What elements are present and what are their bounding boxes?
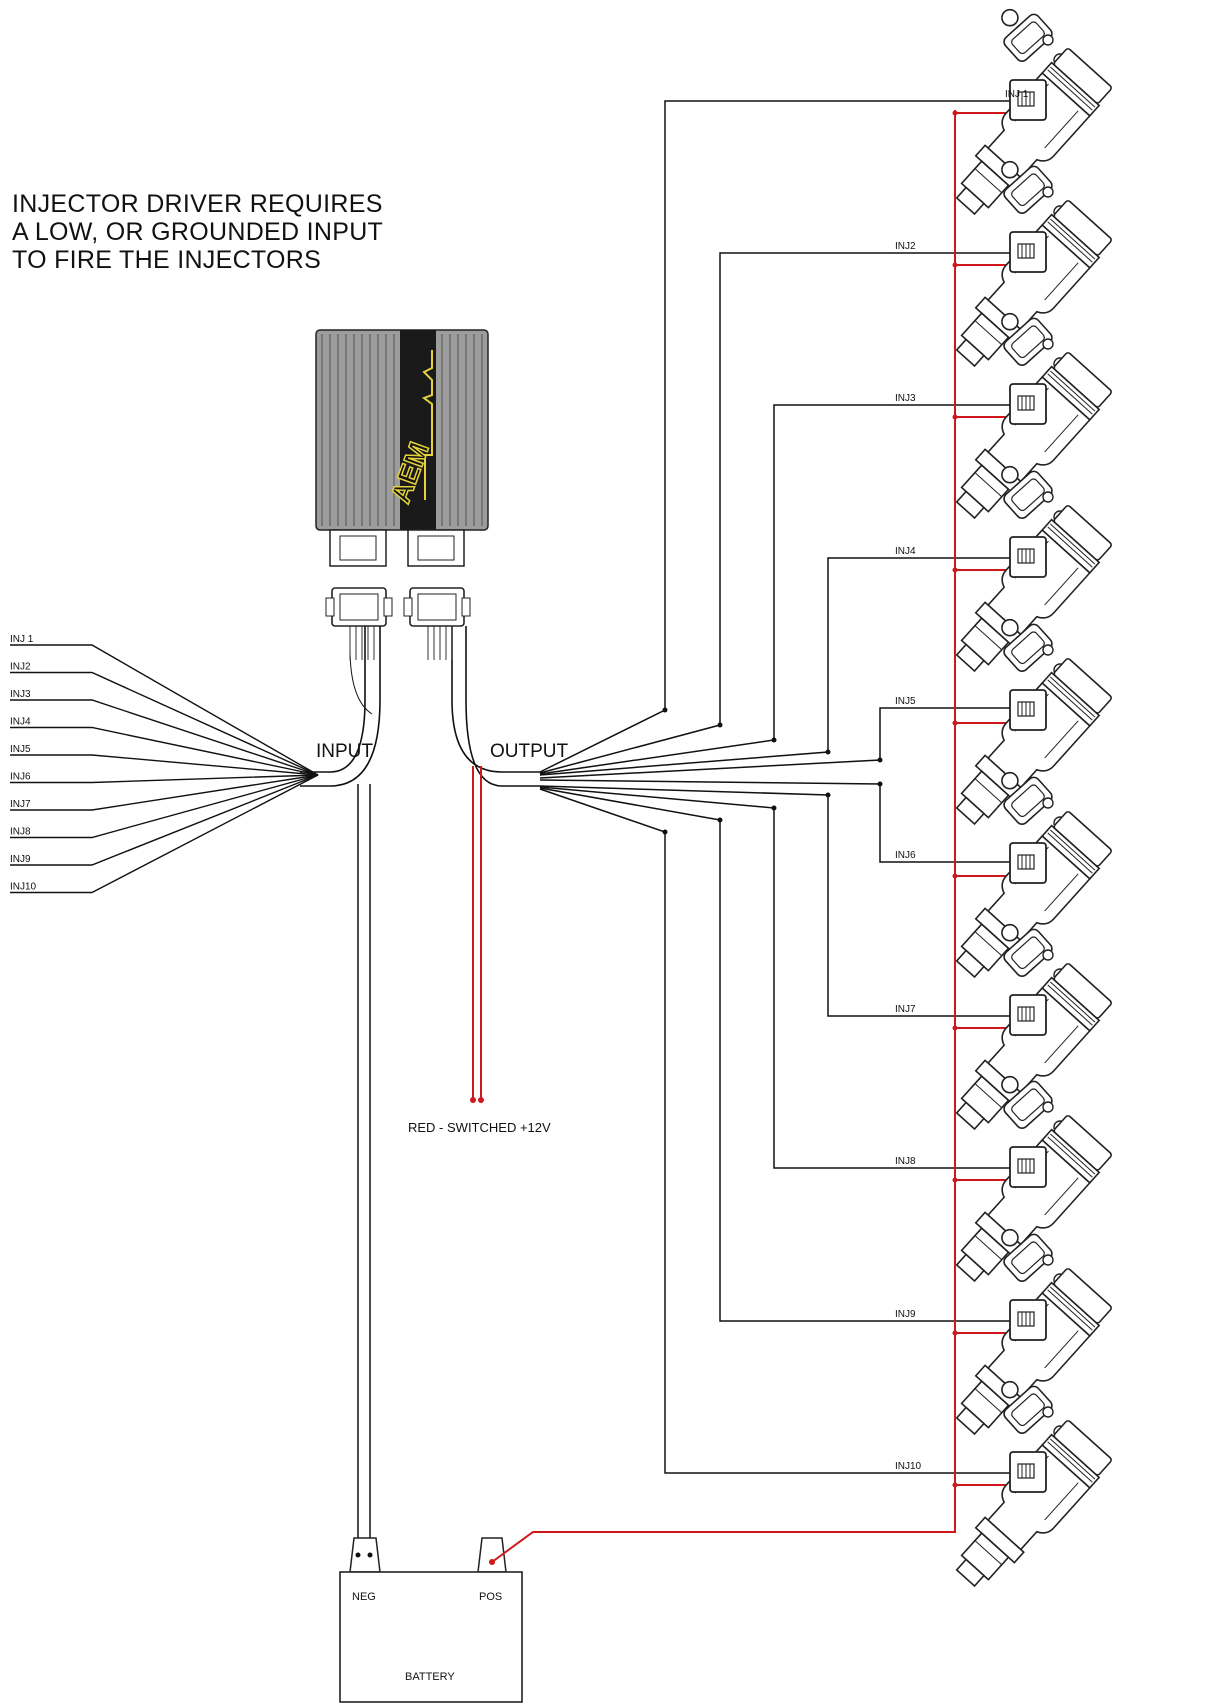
output-wire-label: INJ3 bbox=[895, 393, 916, 404]
input-wire-label: INJ4 bbox=[10, 717, 31, 728]
switched-12v-wire bbox=[470, 766, 484, 1103]
injector-driver-module-icon: AEM bbox=[315, 329, 489, 567]
note-line-3: TO FIRE THE INJECTORS bbox=[12, 246, 322, 274]
input-label: INPUT bbox=[316, 741, 373, 762]
power-label: RED - SWITCHED +12V bbox=[408, 1120, 551, 1135]
note-line-2: A LOW, OR GROUNDED INPUT bbox=[12, 218, 384, 246]
input-wire: INJ10 bbox=[10, 774, 319, 894]
output-wire bbox=[539, 707, 1010, 779]
input-wire: INJ4 bbox=[10, 717, 319, 776]
instruction-note: INJECTOR DRIVER REQUIRES A LOW, OR GROUN… bbox=[12, 190, 383, 274]
input-harness-sheath bbox=[300, 626, 381, 787]
input-wire: INJ3 bbox=[10, 689, 319, 776]
output-wire bbox=[539, 100, 1010, 773]
output-wire bbox=[539, 779, 1010, 863]
input-wire: INJ7 bbox=[10, 774, 319, 811]
input-wire: INJ5 bbox=[10, 744, 319, 776]
ground-wire bbox=[357, 784, 371, 1560]
output-wire bbox=[539, 786, 1010, 1169]
input-wire-label: INJ 1 bbox=[10, 634, 34, 645]
input-wire-label: INJ6 bbox=[10, 772, 31, 783]
output-wire-label: INJ9 bbox=[895, 1309, 916, 1320]
output-labels: INJ 1 INJ2INJ3INJ4INJ5INJ6INJ7INJ8INJ9INJ… bbox=[895, 89, 1029, 1472]
output-wire-label: INJ2 bbox=[895, 241, 916, 252]
output-wire-label: INJ5 bbox=[895, 696, 916, 707]
output-wire-label: INJ7 bbox=[895, 1004, 916, 1015]
output-wire bbox=[539, 404, 1010, 775]
input-wire: INJ6 bbox=[10, 772, 319, 784]
output-wire bbox=[539, 787, 1010, 1322]
injector-column bbox=[940, 0, 1115, 1601]
output-wire bbox=[539, 785, 1010, 1017]
note-line-1: INJECTOR DRIVER REQUIRES bbox=[12, 190, 383, 218]
input-harness-plug bbox=[325, 587, 393, 627]
output-wire bbox=[539, 557, 1010, 776]
output-wires bbox=[539, 100, 1010, 1474]
input-wire: INJ 1 bbox=[10, 634, 319, 776]
output-label: OUTPUT bbox=[490, 741, 569, 762]
input-wire-label: INJ10 bbox=[10, 882, 37, 893]
output-wire-label: INJ 1 bbox=[1005, 89, 1029, 100]
battery-name-label: BATTERY bbox=[405, 1671, 455, 1683]
input-wire-label: INJ9 bbox=[10, 854, 31, 865]
input-wire-label: INJ8 bbox=[10, 827, 31, 838]
battery-neg-label: NEG bbox=[352, 1591, 376, 1603]
battery-pos-label: POS bbox=[479, 1591, 502, 1603]
input-wire-label: INJ2 bbox=[10, 662, 31, 673]
output-wire bbox=[539, 788, 1010, 1474]
output-wire-label: INJ8 bbox=[895, 1156, 916, 1167]
input-wire-label: INJ3 bbox=[10, 689, 31, 700]
input-wire: INJ9 bbox=[10, 774, 319, 866]
output-wire-label: INJ6 bbox=[895, 850, 916, 861]
input-wire: INJ8 bbox=[10, 774, 319, 839]
output-harness-plug bbox=[403, 587, 471, 627]
input-wire-label: INJ7 bbox=[10, 799, 31, 810]
output-wire-label: INJ4 bbox=[895, 546, 916, 557]
battery-icon bbox=[339, 110, 956, 1703]
output-wire-label: INJ10 bbox=[895, 1461, 922, 1472]
input-wire-fan: INJ 1 INJ2INJ3INJ4INJ5INJ6INJ7INJ8INJ9INJ… bbox=[10, 634, 319, 894]
input-wire-label: INJ5 bbox=[10, 744, 31, 755]
output-harness-sheath bbox=[427, 626, 540, 787]
output-wire bbox=[539, 252, 1010, 774]
input-wire: INJ2 bbox=[10, 662, 319, 776]
